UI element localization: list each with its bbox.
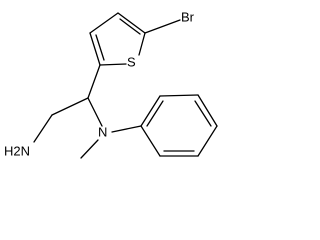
bond-ph3-ph4 [197,94,218,127]
atom-br-label: Br [181,9,195,24]
bond-ch-ch2 [51,97,89,116]
bond-ph1-ph2 [140,95,161,127]
bond-c2-c3 [89,32,101,66]
bond-c4-c5-inner [119,18,141,35]
bond-ph3-ph4-inner [194,100,212,127]
bond-c5-s [138,32,146,56]
bond-ph4-ph5 [197,125,218,157]
bond-ch-n [87,97,103,127]
bond-n-methyl [80,139,99,159]
molecule-diagram: Br S H2N N [4,9,218,159]
bond-c2-ch [87,64,101,99]
bond-s-c2 [99,63,127,66]
bond-c5-br [144,19,181,34]
bond-c3-c4 [89,12,119,34]
thiophene-ring [89,12,146,66]
structure-canvas: Br S H2N N [4,9,218,159]
bond-c4-c5 [117,12,146,34]
bond-ph1-ph2-inner [146,100,164,127]
bond-n-phenyl [111,125,142,133]
atom-s-label: S [127,54,136,69]
bond-ch2-nh2 [33,114,53,143]
atom-amine-label: H2N [4,143,30,158]
phenyl-ring [140,94,218,157]
bond-ph6-ph1 [140,125,161,157]
atom-n-label: N [98,124,107,139]
bond-ph2-ph3 [159,94,199,97]
bond-c2-c3-inner [95,34,105,61]
